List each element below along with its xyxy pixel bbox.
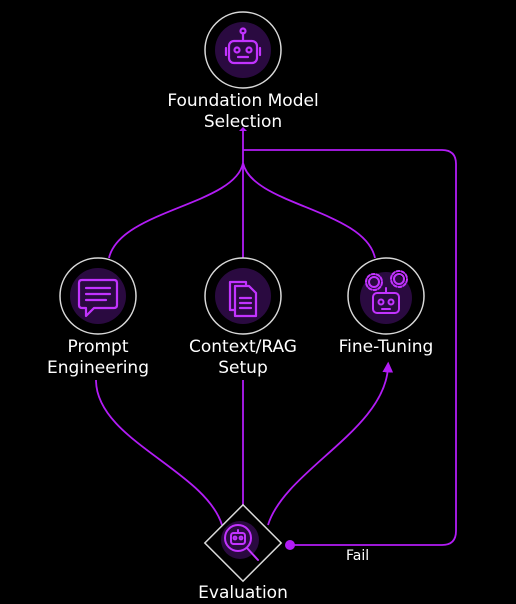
foundation-label: Foundation Model Selection <box>143 91 343 133</box>
documents-icon <box>228 280 258 318</box>
fail-dot <box>285 540 295 550</box>
prompt-label-line1: Prompt <box>67 337 129 357</box>
node-foundation-inner <box>215 22 271 78</box>
context-label-line1: Context/RAG <box>189 337 297 357</box>
evaluation-label-line1: Evaluation <box>198 583 288 603</box>
evaluation-label: Evaluation <box>173 583 313 604</box>
foundation-label-line2: Selection <box>203 112 283 132</box>
chat-bubble-icon <box>77 278 119 318</box>
magnifier-robot-icon <box>224 524 259 561</box>
context-label-line2: Setup <box>218 358 268 378</box>
foundation-arrowhead <box>239 127 247 131</box>
node-context <box>204 257 282 335</box>
fail-label: Fail <box>346 548 370 564</box>
edge-branch-prompt <box>108 162 244 259</box>
prompt-label-line2: Engineering <box>47 358 149 378</box>
node-finetune <box>347 257 425 335</box>
context-label: Context/RAG Setup <box>173 337 313 379</box>
edge-evaluation-finetune <box>267 361 394 526</box>
edge-fail-loop <box>243 149 457 546</box>
finetune-label: Fine-Tuning <box>316 337 456 358</box>
foundation-label-line1: Foundation Model <box>167 91 319 111</box>
node-prompt-inner <box>70 268 126 324</box>
robot-icon <box>224 27 262 65</box>
finetune-label-line1: Fine-Tuning <box>338 337 434 357</box>
connector-lines <box>95 130 457 546</box>
node-foundation <box>204 11 282 89</box>
robot-gears-icon <box>365 270 408 314</box>
node-evaluation <box>203 503 283 583</box>
node-prompt <box>59 257 137 335</box>
prompt-label: Prompt Engineering <box>28 337 168 379</box>
edge-prompt-evaluation <box>95 379 223 526</box>
edge-branch-finetune <box>242 162 376 259</box>
